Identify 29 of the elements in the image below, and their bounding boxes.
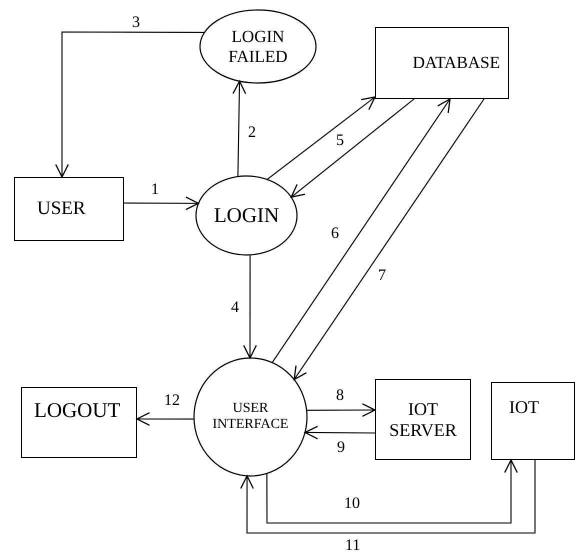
arrow xyxy=(240,460,536,534)
node-label: LOGIN FAILED xyxy=(227,26,289,66)
process-box xyxy=(14,177,124,241)
process-ellipse xyxy=(196,176,297,255)
arrow xyxy=(136,412,194,426)
process-box xyxy=(375,27,509,99)
process-box xyxy=(375,379,471,460)
node-label: IOT SERVER xyxy=(388,398,458,440)
arrow xyxy=(304,426,375,440)
arrow xyxy=(124,196,200,210)
arrow xyxy=(266,96,376,180)
process-box xyxy=(21,387,137,458)
process-box xyxy=(491,382,575,460)
process-circle xyxy=(194,358,307,476)
node-label: USER xyxy=(37,198,86,220)
node-label: USER INTERFACE xyxy=(212,400,290,434)
node-label: DATABASE xyxy=(412,53,500,73)
arrow xyxy=(232,80,246,177)
arrow xyxy=(290,98,414,198)
arrow xyxy=(306,403,376,417)
node-label: IOT xyxy=(509,397,539,418)
arrow xyxy=(272,98,451,363)
node-label: LOGOUT xyxy=(34,398,120,422)
arrow xyxy=(294,98,484,380)
arrow xyxy=(243,254,257,359)
process-ellipse xyxy=(200,10,316,83)
arrow xyxy=(266,459,518,524)
arrow xyxy=(55,31,204,178)
node-label: LOGIN xyxy=(214,203,280,228)
